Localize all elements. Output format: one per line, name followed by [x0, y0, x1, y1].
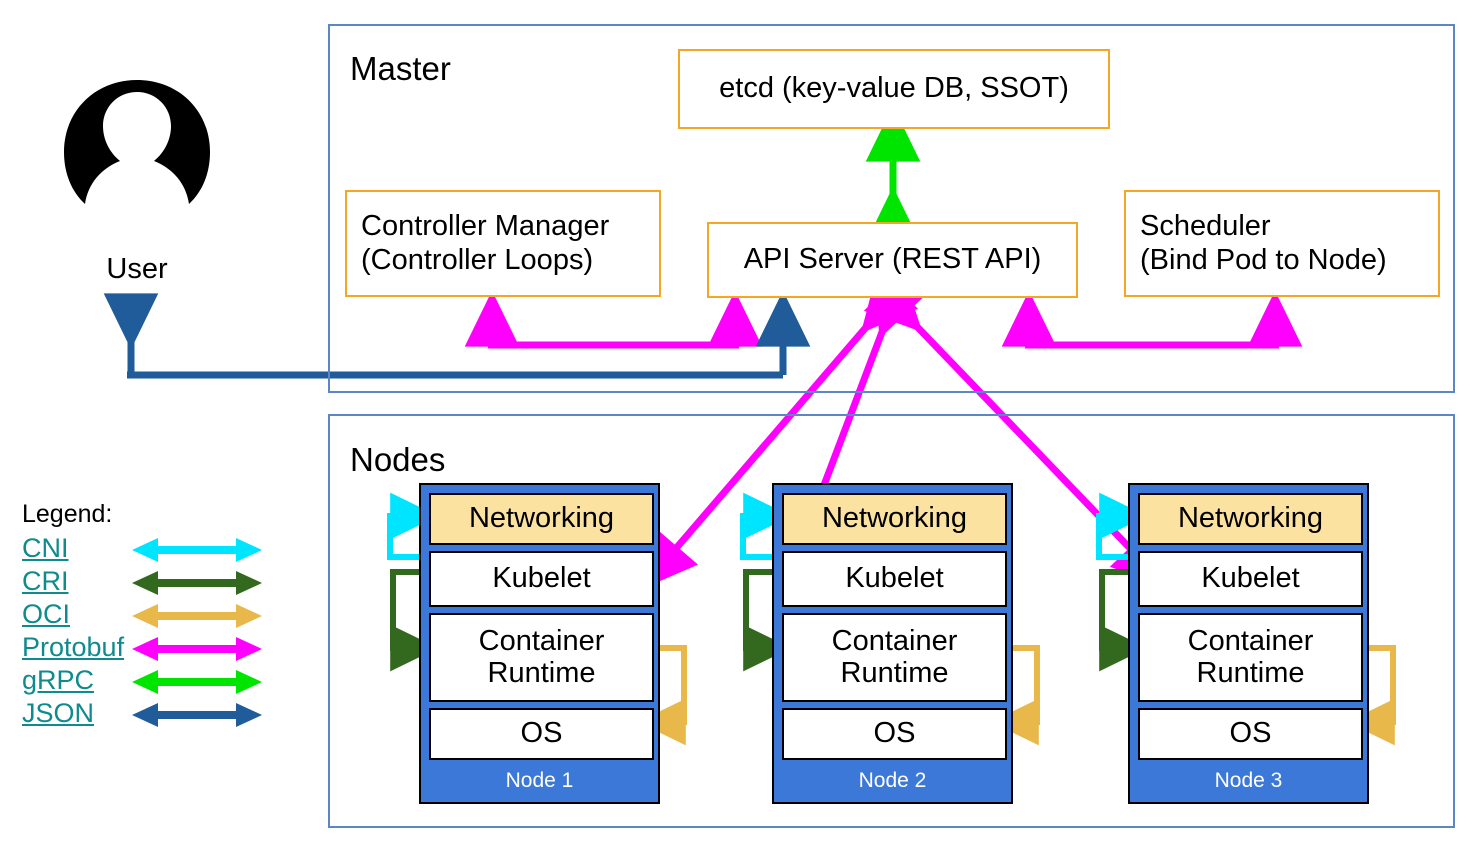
legend-title: Legend:: [22, 500, 113, 528]
node-3[interactable]: Networking Kubelet Container Runtime OS …: [1128, 483, 1369, 804]
legend-arrow-oci: [132, 604, 262, 628]
node-1[interactable]: Networking Kubelet Container Runtime OS …: [419, 483, 660, 804]
node-2-kubelet-layer[interactable]: Kubelet: [782, 551, 1007, 607]
legend-arrow-grpc: [132, 670, 262, 694]
legend-label-grpc[interactable]: gRPC: [22, 665, 95, 695]
node-3-os-layer[interactable]: OS: [1138, 708, 1363, 760]
node-2-caption: Node 2: [858, 769, 927, 792]
legend-arrow-protobuf: [132, 637, 262, 661]
legend-label-protobuf[interactable]: Protobuf: [22, 632, 125, 662]
master-group: [328, 24, 1455, 393]
node-3-networking-layer[interactable]: Networking: [1138, 493, 1363, 545]
node-2[interactable]: Networking Kubelet Container Runtime OS …: [772, 483, 1013, 804]
node-3-kubelet-layer[interactable]: Kubelet: [1138, 551, 1363, 607]
node-2-container-runtime-layer[interactable]: Container Runtime: [782, 613, 1007, 702]
legend-row-cri: CRI: [22, 567, 272, 600]
user-avatar-icon: [64, 80, 210, 204]
node-2-networking-layer[interactable]: Networking: [782, 493, 1007, 545]
legend-label-cri[interactable]: CRI: [22, 566, 69, 596]
user-label: User: [106, 253, 168, 285]
controller-manager-box[interactable]: Controller Manager (Controller Loops): [345, 190, 661, 297]
legend-label-json[interactable]: JSON: [22, 698, 95, 728]
legend-row-protobuf: Protobuf: [22, 633, 272, 666]
scheduler-box[interactable]: Scheduler (Bind Pod to Node): [1124, 190, 1440, 297]
legend-row-grpc: gRPC: [22, 666, 272, 699]
node-1-networking-layer[interactable]: Networking: [429, 493, 654, 545]
legend-label-oci[interactable]: OCI: [22, 599, 71, 629]
node-3-caption: Node 3: [1214, 769, 1283, 792]
nodes-group-title: Nodes: [350, 441, 446, 478]
node-1-kubelet-layer[interactable]: Kubelet: [429, 551, 654, 607]
legend-arrow-cri: [132, 571, 262, 595]
nodes-group: [328, 414, 1455, 828]
legend-label-cni[interactable]: CNI: [22, 533, 69, 563]
legend-row-oci: OCI: [22, 600, 272, 633]
node-3-container-runtime-layer[interactable]: Container Runtime: [1138, 613, 1363, 702]
legend: Legend: CNI CRI OCI Protobuf: [22, 502, 272, 732]
api-server-box[interactable]: API Server (REST API): [707, 222, 1078, 298]
master-group-title: Master: [350, 50, 451, 87]
node-1-os-layer[interactable]: OS: [429, 708, 654, 760]
legend-arrow-json: [132, 703, 262, 727]
legend-row-cni: CNI: [22, 534, 272, 567]
node-1-container-runtime-layer[interactable]: Container Runtime: [429, 613, 654, 702]
etcd-box[interactable]: etcd (key-value DB, SSOT): [678, 49, 1110, 129]
legend-arrow-cni: [132, 538, 262, 562]
node-2-os-layer[interactable]: OS: [782, 708, 1007, 760]
legend-row-json: JSON: [22, 699, 272, 732]
node-1-caption: Node 1: [505, 769, 574, 792]
